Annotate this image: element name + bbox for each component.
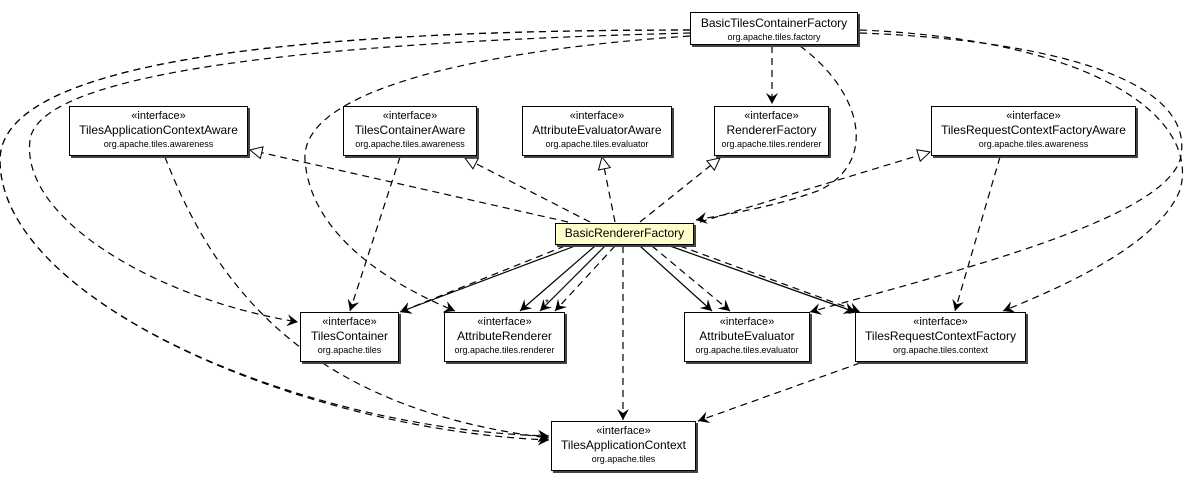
package-name: org.apache.tiles.evaluator [695, 345, 799, 355]
interface-node-renderer-factory[interactable]: «interface» RendererFactory org.apache.t… [714, 106, 829, 156]
interface-node-attribute-renderer[interactable]: «interface» AttributeRenderer org.apache… [444, 312, 565, 362]
interface-name: AttributeEvaluatorAware [532, 123, 662, 137]
stereotype-label: «interface» [1006, 110, 1061, 122]
edge-realization-brf-to-trcfa [699, 152, 930, 223]
stereotype-label: «interface» [719, 316, 775, 328]
class-node-basic-renderer-factory[interactable]: BasicRendererFactory [555, 223, 694, 245]
edge-dependency-tca-to-tc [347, 156, 401, 312]
package-name: org.apache.tiles.awareness [978, 139, 1089, 149]
stereotype-label: «interface» [596, 425, 651, 437]
class-name: BasicTilesContainerFactory [700, 16, 848, 30]
edge-association-brf-to-tc [399, 245, 576, 314]
edge-dependency-trcfa-to-trcf [952, 156, 1001, 312]
edge-dependency-btcf-to-trcf [859, 29, 1184, 313]
edge-realization-brf-to-taca [250, 150, 569, 223]
edge-dependency-btcf-to-brf [695, 45, 857, 224]
edge-dependency-btcf-to-ar [304, 35, 691, 313]
stereotype-label: «interface» [744, 110, 799, 122]
edge-dependency-brf-to-ar [554, 245, 616, 312]
interface-name: TilesContainer [311, 329, 388, 343]
edge-dependency-taca-to-tac [164, 156, 550, 443]
interface-name: TilesRequestContextFactory [865, 329, 1016, 343]
interface-node-attribute-evaluator-aware[interactable]: «interface» AttributeEvaluatorAware org.… [522, 106, 672, 156]
edge-association-brf-to-ae [639, 245, 713, 312]
class-name: BasicRendererFactory [564, 226, 685, 240]
edge-dependency-brf-to-ae [651, 245, 731, 312]
package-name: org.apache.tiles.renderer [454, 345, 555, 355]
stereotype-label: «interface» [322, 316, 377, 328]
interface-name: AttributeRenderer [457, 329, 552, 343]
interface-name: TilesApplicationContext [561, 438, 686, 452]
package-name: org.apache.tiles.renderer [721, 139, 822, 149]
interface-node-tiles-container[interactable]: «interface» TilesContainer org.apache.ti… [300, 312, 399, 362]
edge-dependency-btcf-to-ae [809, 32, 1183, 315]
package-name: org.apache.tiles.evaluator [545, 139, 649, 149]
interface-name: RendererFactory [726, 123, 817, 137]
stereotype-label: «interface» [382, 110, 438, 122]
interface-name: AttributeEvaluator [699, 329, 795, 343]
multiplicity-label: * [545, 298, 549, 309]
package-name: org.apache.tiles.context [892, 345, 989, 355]
edge-dependency-trcf-to-tac [697, 362, 861, 423]
stereotype-label: «interface» [477, 316, 532, 328]
edge-realization-brf-to-rf [639, 158, 720, 223]
interface-name: TilesApplicationContextAware [79, 123, 238, 137]
edge-realization-brf-to-aea [602, 157, 616, 223]
edge-association-brf-to-ar [519, 245, 596, 312]
interface-name: TilesRequestContextFactoryAware [941, 123, 1126, 137]
package-name: org.apache.tiles.awareness [103, 139, 214, 149]
package-name: org.apache.tiles [317, 345, 382, 355]
edge-dependency-brf-to-tc [399, 245, 566, 314]
edge-association-brf-to-trcf [669, 245, 856, 314]
package-name: org.apache.tiles [591, 454, 656, 464]
stereotype-label: «interface» [913, 316, 968, 328]
edge-association-brf-to-ar [539, 245, 606, 312]
interface-node-tiles-request-context-factory[interactable]: «interface» TilesRequestContextFactory o… [855, 312, 1026, 362]
package-name: org.apache.tiles.awareness [355, 139, 465, 149]
interface-node-tiles-application-context[interactable]: «interface» TilesApplicationContext org.… [551, 421, 696, 471]
interface-node-tiles-request-context-factory-aware[interactable]: «interface» TilesRequestContextFactoryAw… [931, 106, 1136, 156]
interface-name: TilesContainerAware [354, 123, 466, 137]
edge-dependency-btcf-to-tac [0, 29, 691, 446]
edge-dependency-btcf-to-tc [29, 32, 691, 327]
interface-node-tiles-application-context-aware[interactable]: «interface» TilesApplicationContextAware… [69, 106, 248, 156]
class-node-basic-tiles-container-factory[interactable]: BasicTilesContainerFactory org.apache.ti… [690, 12, 858, 45]
package-name: org.apache.tiles.factory [727, 32, 821, 42]
stereotype-label: «interface» [131, 110, 186, 122]
interface-node-tiles-container-aware[interactable]: «interface» TilesContainerAware org.apac… [343, 106, 477, 156]
stereotype-label: «interface» [569, 110, 625, 122]
interface-node-attribute-evaluator[interactable]: «interface» AttributeEvaluator org.apach… [684, 312, 810, 362]
edge-dependency-brf-to-trcf [679, 245, 861, 314]
